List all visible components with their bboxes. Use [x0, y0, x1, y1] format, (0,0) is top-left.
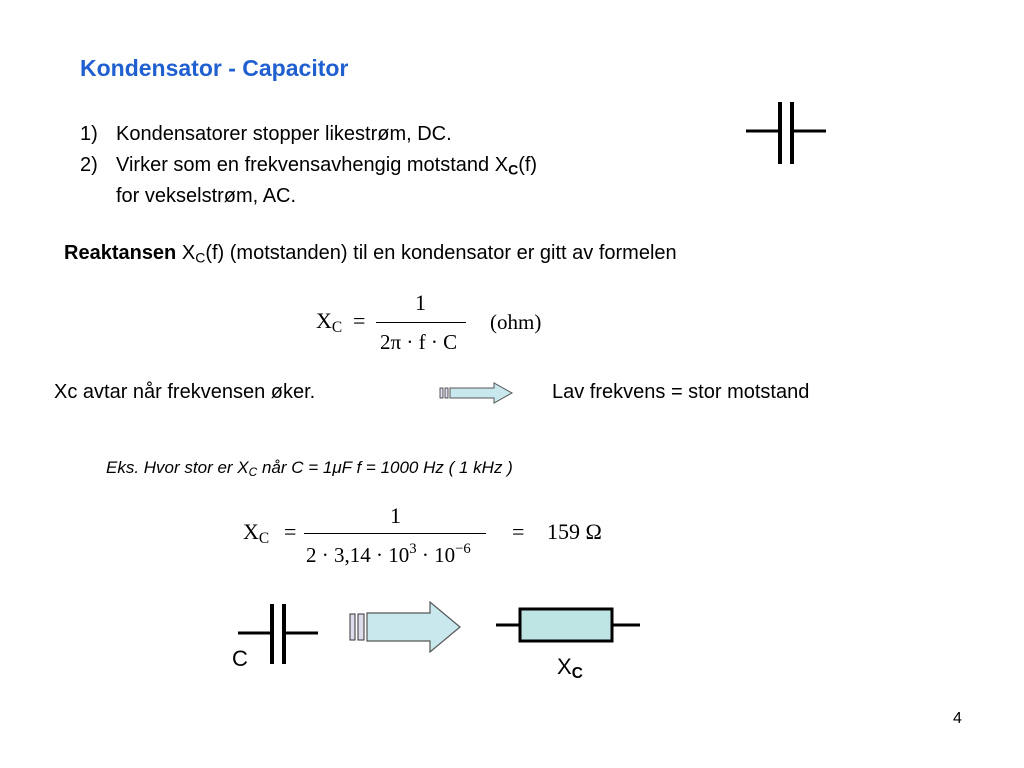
big-arrow-right-icon	[349, 600, 461, 654]
page-number: 4	[953, 710, 962, 727]
reactance-text: Reaktansen XC(f) (motstanden) til en kon…	[64, 242, 677, 266]
formula2-lhs: XC	[243, 519, 270, 547]
slide-title: Kondensator - Capacitor	[80, 55, 349, 81]
formula2-fraction-bar	[304, 533, 486, 534]
formula1-fraction-bar	[376, 322, 466, 323]
formula2-numerator: 1	[390, 503, 401, 528]
formula1-denominator: 2π · f · C	[380, 330, 458, 354]
list-item-1: Kondensatorer stopper likestrøm, DC.	[116, 123, 452, 145]
formula2-result: 159 Ω	[547, 519, 602, 544]
low-frequency-statement: Lav frekvens = stor motstand	[552, 381, 810, 403]
list-number-1: 1)	[80, 123, 98, 145]
list-item-2-continuation: for vekselstrøm, AC.	[116, 185, 297, 207]
list-number-2: 2)	[80, 154, 98, 176]
formula1-lhs: XC	[316, 308, 343, 336]
capacitor-diagram-icon	[238, 604, 318, 664]
arrow-right-icon	[439, 382, 514, 404]
decrease-statement: Xc avtar når frekvensen øker.	[54, 381, 316, 403]
formula2-equals-result: =	[512, 519, 525, 544]
formula1-numerator: 1	[415, 290, 426, 315]
formula2-denominator: 2 · 3,14 · 103 · 10−6	[306, 541, 471, 567]
capacitor-symbol-icon	[746, 102, 826, 164]
formula2-equals: =	[284, 519, 297, 544]
example-text: Eks. Hvor stor er XC når C = 1μF f = 100…	[106, 458, 513, 479]
resistor-label: XC	[557, 654, 583, 682]
list-item-2: Virker som en frekvensavhengig motstand …	[116, 154, 538, 178]
formula1-equals: =	[353, 308, 366, 333]
resistor-diagram-icon	[496, 607, 640, 643]
formula1-unit: (ohm)	[490, 310, 542, 334]
capacitor-label: C	[232, 646, 248, 671]
